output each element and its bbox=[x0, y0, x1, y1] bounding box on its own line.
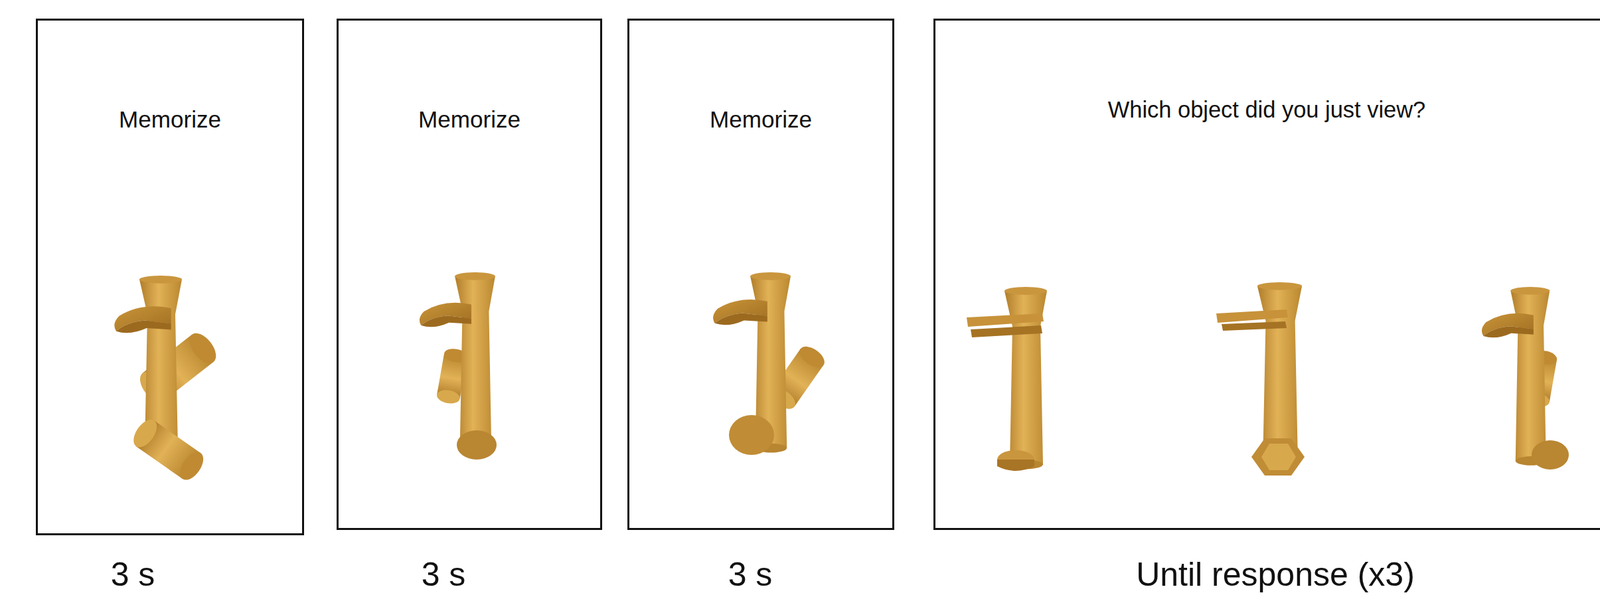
duration-label: 3 s bbox=[728, 555, 773, 594]
stimulus-panel: Which object did you just view? bbox=[933, 18, 1600, 530]
duration-label: 3 s bbox=[421, 555, 467, 594]
choice-object bbox=[1481, 286, 1569, 470]
panel-heading: Which object did you just view? bbox=[935, 96, 1599, 123]
stimulus-panel: Memorize bbox=[35, 18, 305, 536]
duration-label: Until response (x3) bbox=[1135, 555, 1415, 594]
duration-label: 3 s bbox=[110, 555, 156, 594]
choice-object bbox=[966, 286, 1047, 471]
panel-heading: Memorize bbox=[37, 106, 303, 133]
stimulus-panel: Memorize bbox=[627, 18, 895, 530]
stimulus-panel: Memorize bbox=[336, 18, 603, 530]
panel-heading: Memorize bbox=[338, 106, 601, 133]
memorize-object bbox=[114, 275, 222, 484]
panel-heading: Memorize bbox=[629, 106, 893, 133]
memorize-object bbox=[419, 272, 497, 460]
memorize-object bbox=[713, 272, 828, 455]
choice-object bbox=[1216, 282, 1305, 476]
